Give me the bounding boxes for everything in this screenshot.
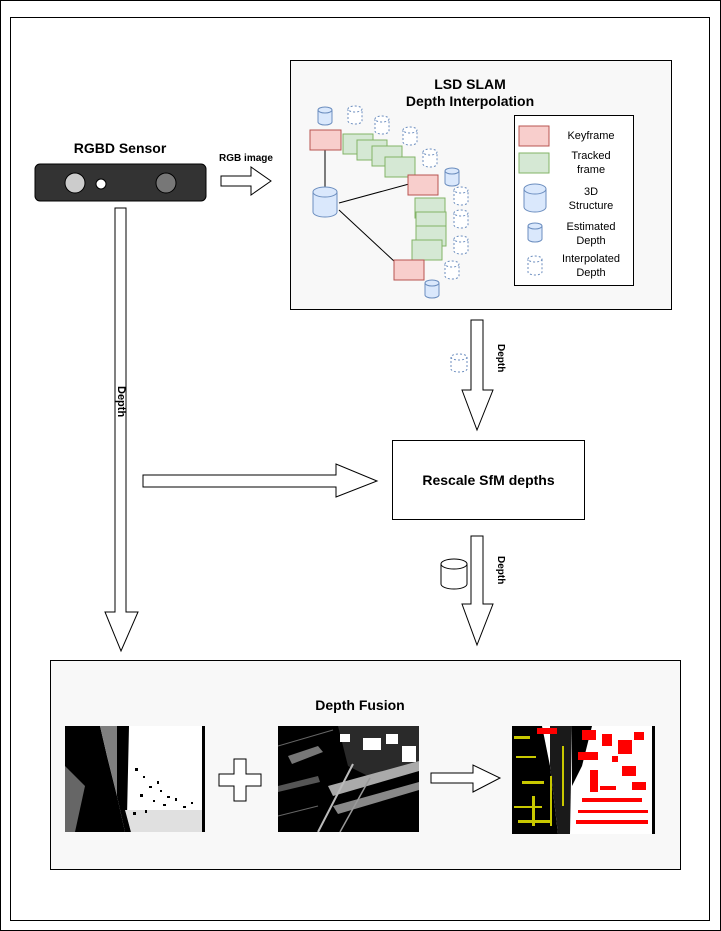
slam-title-line2: Depth Interpolation bbox=[405, 93, 535, 109]
legend-tracked-label-1: Tracked bbox=[571, 150, 611, 162]
legend-tracked-label-2: frame bbox=[576, 164, 606, 176]
structure-cylinder bbox=[312, 186, 338, 218]
legend-structure-icon bbox=[523, 183, 547, 213]
legend-estimated-label-2: Depth bbox=[576, 235, 606, 247]
legend-keyframe-label: Keyframe bbox=[567, 130, 615, 142]
estimated-depth-cylinder bbox=[317, 106, 333, 126]
legend-icons bbox=[518, 125, 550, 276]
fusion-title: Depth Fusion bbox=[315, 697, 405, 713]
legend-keyframe-swatch bbox=[518, 125, 550, 147]
depth-arrow-left bbox=[104, 207, 139, 653]
rgbd-sensor-icon bbox=[34, 163, 207, 202]
inner-frame bbox=[10, 17, 710, 921]
depth-arrow-slam bbox=[461, 319, 494, 432]
depth-label-left: Depth bbox=[115, 386, 127, 418]
legend-structure-label-1: 3D bbox=[583, 186, 599, 198]
legend-structure-label-2: Structure bbox=[568, 200, 614, 212]
legend-interpolated-label-1: Interpolated bbox=[561, 253, 621, 265]
keyframe-1 bbox=[309, 129, 342, 151]
depth-label-rescale: Depth bbox=[495, 556, 506, 585]
estimated-depth-cylinder bbox=[424, 279, 440, 299]
sensor-title: RGBD Sensor bbox=[73, 140, 167, 156]
legend-interpolated-icon bbox=[527, 255, 543, 276]
tracked-frame bbox=[384, 156, 416, 178]
depth-image-fused bbox=[512, 726, 655, 834]
legend-interpolated-label-2: Depth bbox=[576, 267, 606, 279]
depth-cylinder-icon bbox=[450, 353, 468, 373]
legend-tracked-swatch bbox=[518, 152, 550, 174]
rescale-box bbox=[392, 440, 585, 520]
slam-graph bbox=[309, 105, 469, 299]
legend-estimated-icon bbox=[527, 222, 543, 243]
legend-estimated-label-1: Estimated bbox=[566, 221, 616, 233]
interpolated-depth-cylinders bbox=[347, 105, 469, 280]
slam-title-line1: LSD SLAM bbox=[434, 76, 506, 92]
depth-image-sfm bbox=[278, 726, 419, 832]
rescale-label: Rescale SfM depths bbox=[422, 472, 555, 488]
estimated-depth-cylinder bbox=[444, 167, 460, 187]
tracked-frame bbox=[411, 239, 443, 261]
depth-cylinder-icon-2 bbox=[440, 558, 468, 590]
rgb-image-arrow bbox=[220, 166, 272, 196]
depth-arrow-rescale bbox=[461, 535, 494, 647]
rgb-image-label: RGB image bbox=[219, 153, 273, 164]
depth-label-slam: Depth bbox=[495, 344, 506, 373]
depth-image-sensor bbox=[65, 726, 205, 832]
keyframe-3 bbox=[393, 259, 425, 281]
plus-icon bbox=[218, 758, 262, 802]
keyframe-2 bbox=[407, 174, 439, 196]
fusion-arrow bbox=[430, 764, 502, 793]
depth-arrow-to-rescale bbox=[142, 463, 379, 498]
